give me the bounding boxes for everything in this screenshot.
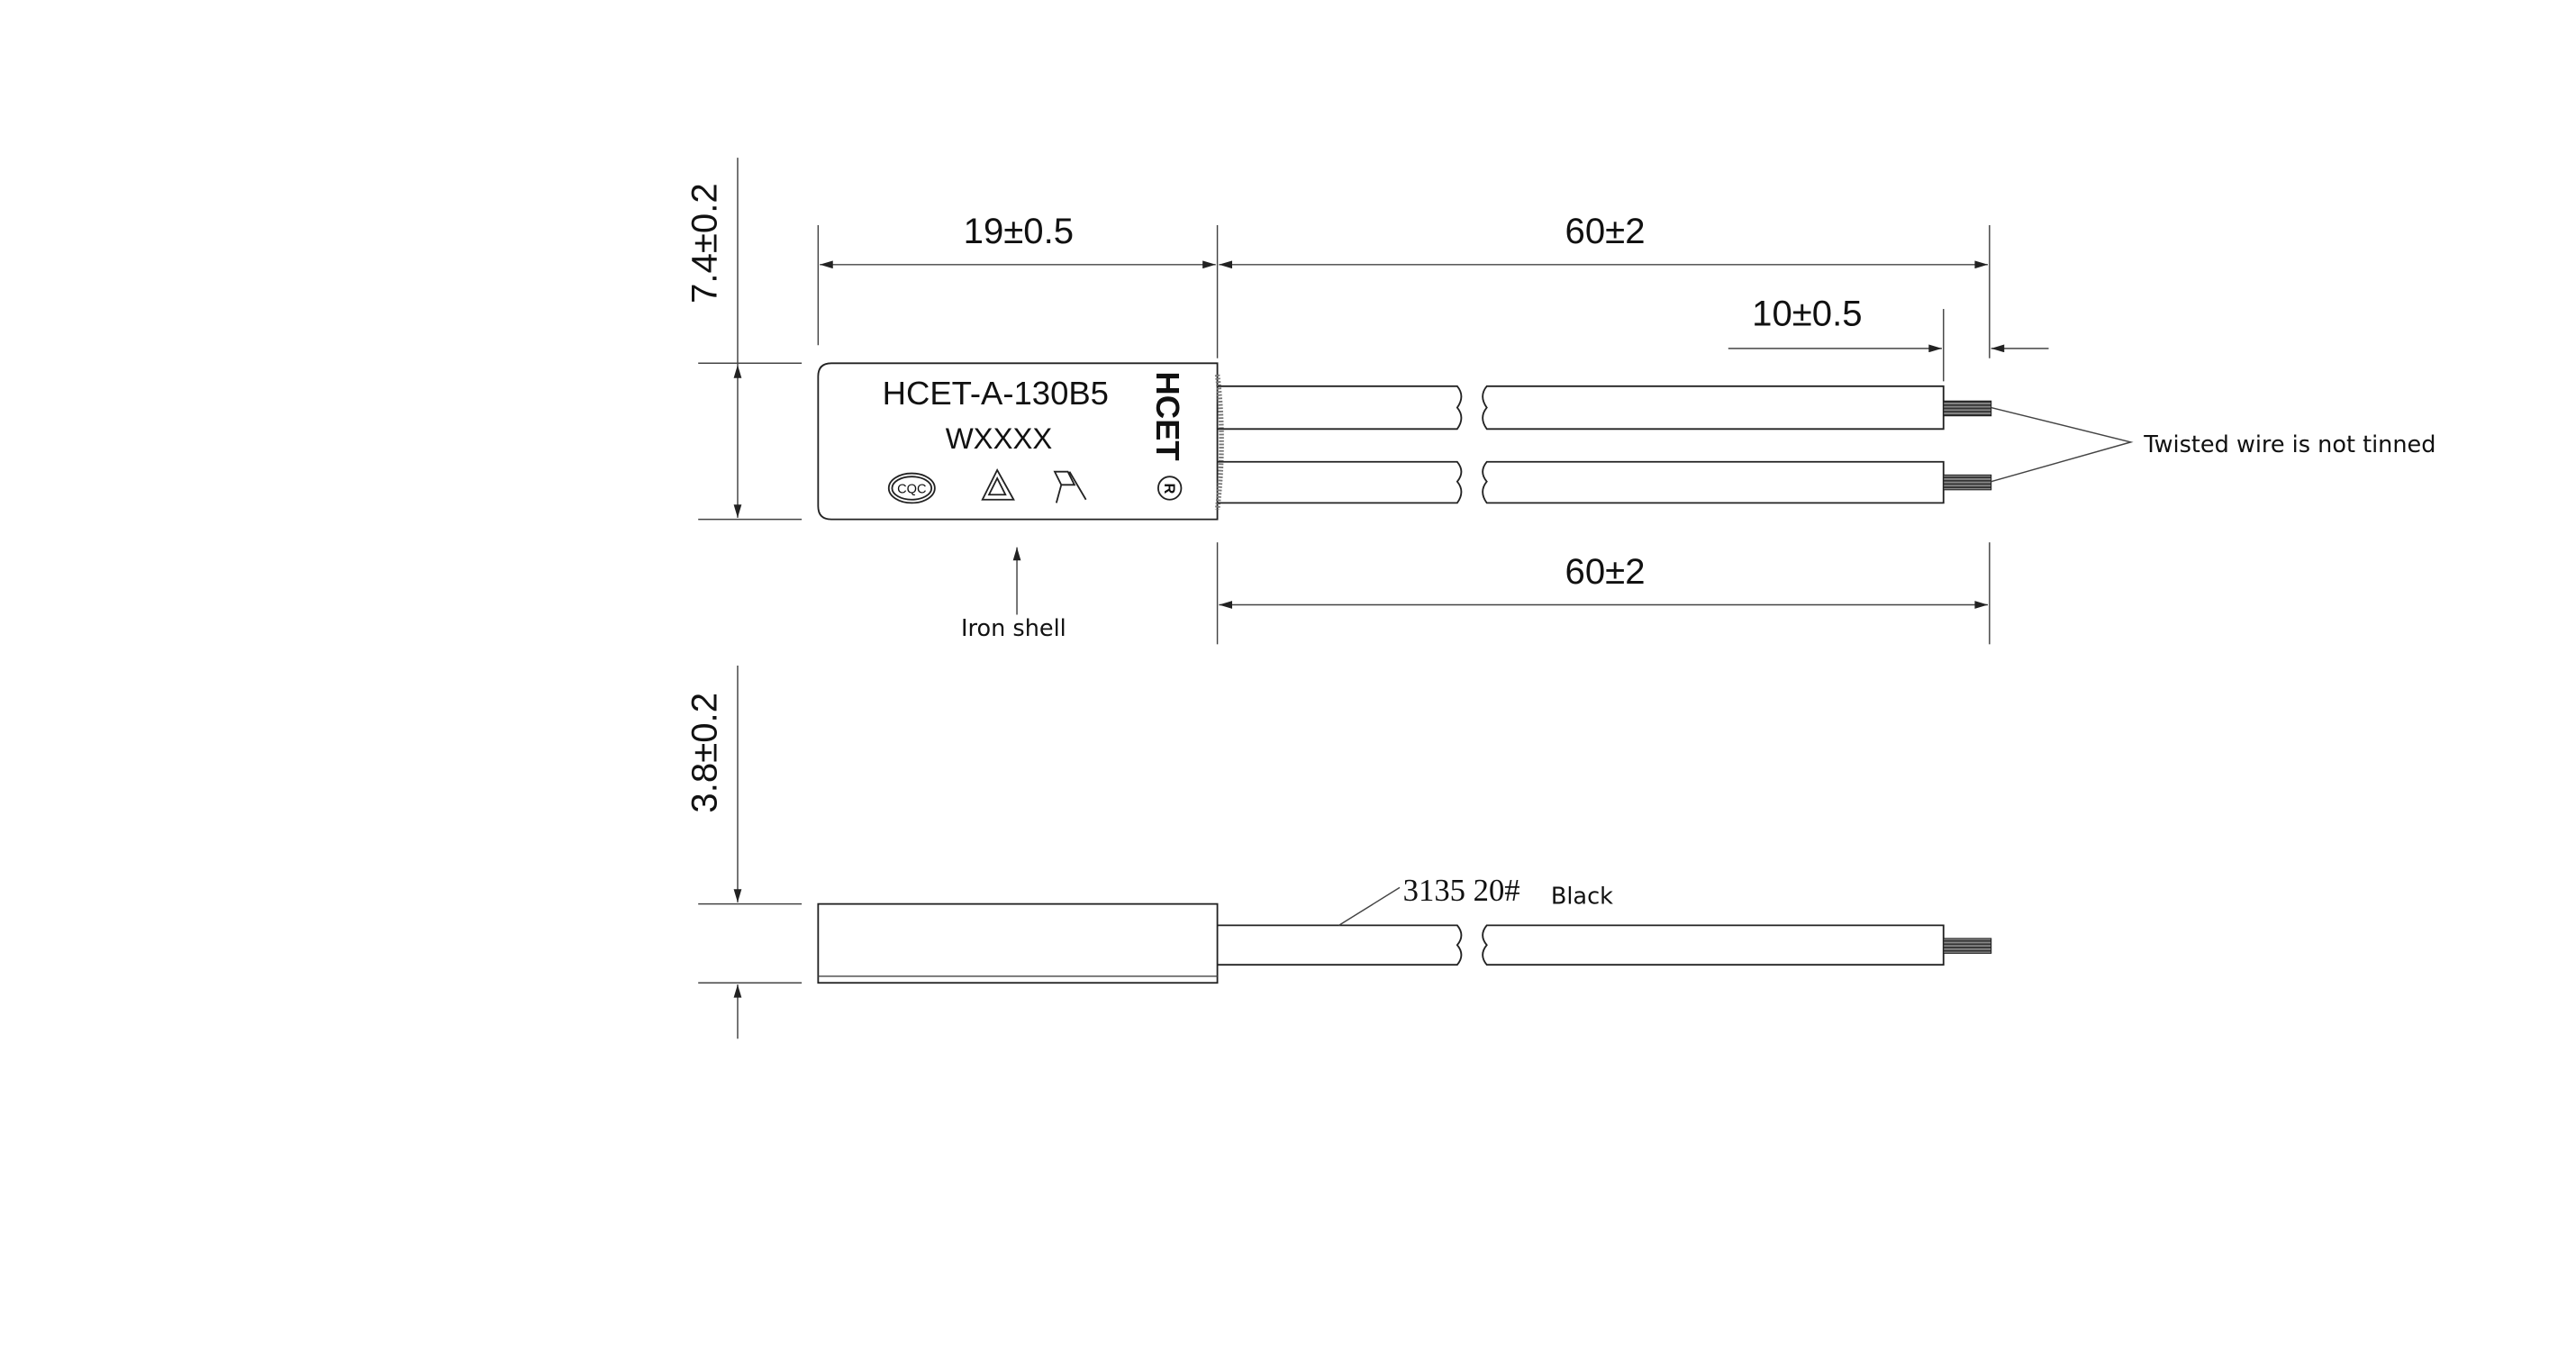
dim-body-thickness: 3.8±0.2	[684, 693, 724, 813]
svg-text:CQC: CQC	[897, 482, 926, 496]
side-view: 3135 20# Black 3.8±0.2	[684, 666, 1992, 1039]
note-wire-color: Black	[1551, 884, 1613, 911]
registered-icon: R	[1156, 476, 1183, 501]
cqc-mark-icon: CQC	[887, 472, 936, 504]
date-code: WXXXX	[946, 422, 1053, 455]
dim-body-length: 19±0.5	[964, 211, 1074, 251]
dimension-lines	[698, 666, 803, 1039]
top-view: HCET-A-130B5 WXXXX HCET R CQC	[684, 158, 2435, 645]
part-number: HCET-A-130B5	[883, 375, 1109, 412]
dim-wire-length-bottom: 60±2	[1565, 551, 1646, 592]
stripped-strand	[1943, 400, 1992, 417]
dim-strip-length: 10±0.5	[1752, 293, 1862, 333]
stripped-strand	[1943, 474, 1992, 491]
note-wire-spec: 3135 20#	[1403, 874, 1520, 908]
sensor-body-side	[817, 902, 1219, 984]
wire-upper	[1217, 385, 1992, 431]
triangle-cert-icon	[981, 467, 1015, 501]
dim-wire-length-top: 60±2	[1565, 211, 1646, 251]
note-twisted-wire: Twisted wire is not tinned	[2143, 431, 2435, 458]
leader-line	[1991, 406, 2134, 483]
sensor-body	[817, 362, 1219, 521]
brand-mark: HCET	[1149, 371, 1186, 460]
svg-text:R: R	[1161, 483, 1177, 494]
dimension-lines	[698, 158, 2049, 645]
leader-line	[1338, 886, 1401, 926]
ul-recognized-icon	[1053, 470, 1087, 503]
stripped-strand	[1943, 938, 1992, 954]
dim-body-width: 7.4±0.2	[684, 183, 724, 304]
note-iron-shell: Iron shell	[961, 615, 1066, 642]
wire-lower	[1217, 460, 1992, 504]
epoxy-seal	[1214, 374, 1224, 511]
wire-side	[1217, 924, 1992, 966]
